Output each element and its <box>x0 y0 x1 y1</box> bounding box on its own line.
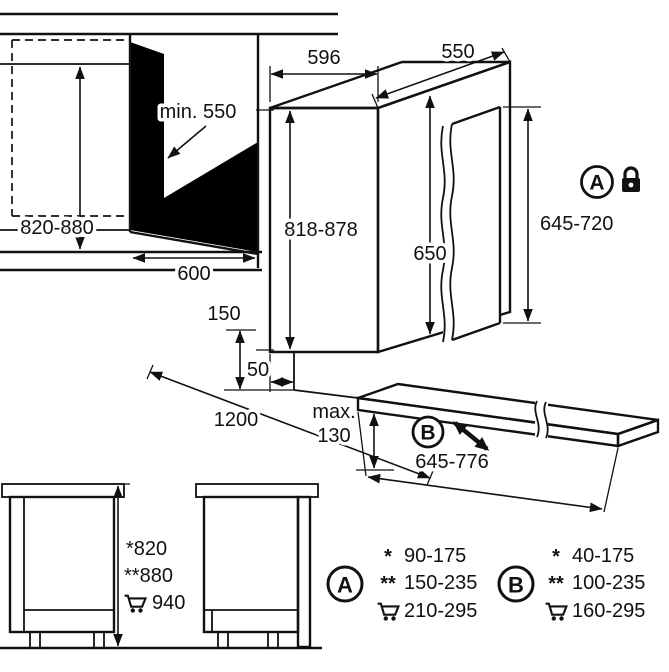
side-view-built-in <box>195 483 319 649</box>
niche-depth-dim: min. 550 <box>160 101 237 123</box>
appliance-depth-arrow <box>375 51 505 99</box>
marker-b: B <box>411 415 445 449</box>
appliance-width-dim: 596 <box>307 47 340 69</box>
plinth-height-dim: 150 <box>207 303 240 325</box>
door-b-height-arrow <box>367 473 603 513</box>
legend-a: A * 90-175 ** 150-235 210-295 <box>326 542 481 626</box>
legend-a-symbol-1: * <box>384 546 392 568</box>
countertop-lines <box>0 12 338 65</box>
height-standard-dim: *820 <box>126 538 167 560</box>
niche-outline <box>0 34 260 268</box>
legend-b-range-2: 100-235 <box>572 572 645 594</box>
clearance-dim: 1200 <box>214 409 259 431</box>
plinth-max-dim: 130 <box>317 425 350 447</box>
height-cart-dim: 940 <box>152 592 185 614</box>
niche-width-dim: 600 <box>177 263 210 285</box>
appliance-drawing: A B 596 550 818-878 650 645-720 150 50 1… <box>146 38 660 513</box>
plinth-max-label: max. <box>312 401 355 423</box>
side-views-drawing: *820 **880 940 <box>0 483 322 650</box>
legend-a-range-1: 90-175 <box>404 545 466 567</box>
legend-b-symbol-2: ** <box>548 573 564 595</box>
cart-icon <box>123 594 147 614</box>
side-view-freestanding <box>1 483 125 649</box>
marker-a: A <box>580 165 614 199</box>
legend-a-letter: A <box>337 573 353 598</box>
height-raised-dim: **880 <box>124 565 173 587</box>
furniture-door-a <box>440 105 502 343</box>
marker-b-letter: B <box>420 422 435 445</box>
door-a-height-dim: 645-720 <box>540 213 613 235</box>
marker-a-letter: A <box>589 172 604 195</box>
panel-break-wave-a <box>543 401 549 439</box>
door-b-height-dim: 645-776 <box>415 451 488 473</box>
door-b-panel <box>356 382 660 448</box>
plinth-lines <box>269 352 359 399</box>
legend-marker-a: A <box>326 565 364 603</box>
legend-a-range-2: 150-235 <box>404 572 477 594</box>
legend-marker-b: B <box>497 565 535 603</box>
legend-b-range-1: 40-175 <box>572 545 634 567</box>
legend-b-range-3: 160-295 <box>572 600 645 622</box>
appliance-height-dim: 818-878 <box>284 219 357 241</box>
inner-height-dim: 650 <box>413 243 446 265</box>
niche-height-dim: 820-880 <box>20 217 93 239</box>
clearance-arrow <box>149 371 431 479</box>
appliance-depth-dim: 550 <box>441 41 474 63</box>
niche-depth-arrow <box>167 125 207 159</box>
niche-opening-shadow <box>130 42 258 252</box>
lock-icon <box>620 166 642 194</box>
legend-a-range-3: 210-295 <box>404 600 477 622</box>
panel-break-wave-b <box>534 400 540 438</box>
legend-b-letter: B <box>508 573 524 598</box>
panel-break-wave-left <box>440 125 446 343</box>
plinth-recess-dim: 50 <box>247 359 269 381</box>
panel-break-wave-right <box>449 123 455 341</box>
niche-drawing: 820-880 min. 550 600 <box>0 12 338 289</box>
floor-lines <box>0 250 262 272</box>
cart-icon <box>544 602 568 622</box>
cabinet-hidden-lines <box>11 39 126 217</box>
legend-b-symbol-1: * <box>552 546 560 568</box>
legend-a-symbol-2: ** <box>380 573 396 595</box>
legend-b: B * 40-175 ** 100-235 160-295 <box>497 542 649 626</box>
cart-icon <box>376 602 400 622</box>
slide-arrow-icon <box>452 421 490 451</box>
